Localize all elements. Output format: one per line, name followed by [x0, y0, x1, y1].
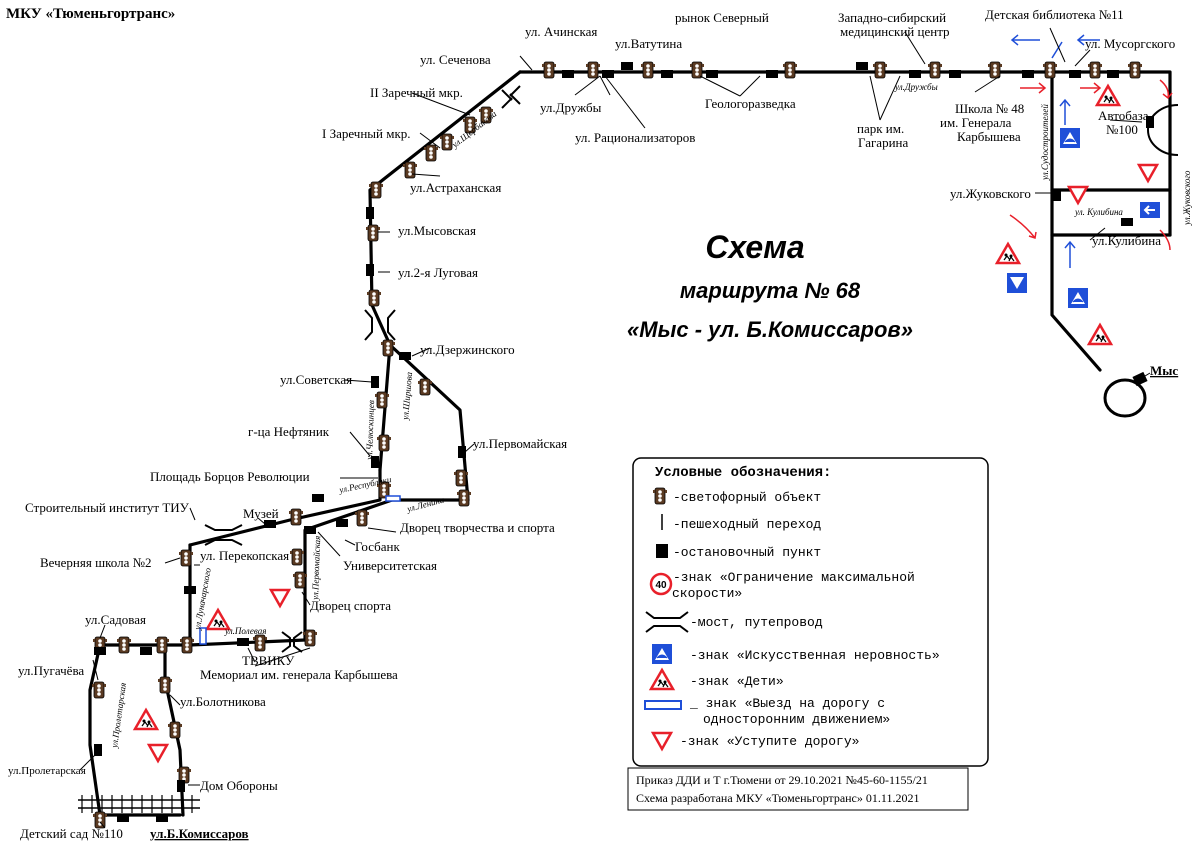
stop-ratsionalizatorov: ул. Рационализаторов — [575, 130, 695, 145]
stop-detsad: Детский сад №110 — [20, 826, 123, 841]
speed-limit-icon: 40 — [649, 572, 673, 596]
stop-bolotnikova: ул.Болотникова — [180, 694, 266, 709]
stop-school-1: Школа № 48 — [955, 101, 1024, 116]
street-druzhby: ул.Дружбы — [894, 82, 938, 92]
stop-mysovskaya: ул.Мысовская — [398, 223, 476, 238]
organization-name: МКУ «Тюменьгортранс» — [6, 6, 175, 22]
stop-druzhby: ул.Дружбы — [540, 100, 602, 115]
stop-rynok: рынок Северный — [675, 10, 769, 25]
street-shcherbakova: ул.Щербакова — [449, 108, 499, 150]
legend-children: -знак «Дети» — [690, 674, 784, 689]
legend-bridge: -мост, путепровод — [690, 615, 823, 630]
legend-heading: Условные обозначения: — [655, 465, 831, 481]
stop-vatutina: ул.Ватутина — [615, 36, 682, 51]
stop-pervomayskaya: ул.Первомайская — [473, 436, 567, 451]
legend-yield: -знак «Уступите дорогу» — [680, 734, 859, 749]
stop-ploshchad: Площадь Борцов Революции — [150, 469, 310, 484]
stop-dvorets-tv: Дворец творчества и спорта — [400, 520, 555, 535]
order-line1: Приказ ДДИ и Т г.Тюмени от 29.10.2021 №4… — [636, 773, 928, 787]
railway — [78, 795, 200, 813]
stop-musorgskogo: ул. Мусоргского — [1085, 36, 1175, 51]
svg-text:40: 40 — [655, 580, 667, 591]
stop-dom-oborony: Дом Обороны — [200, 778, 278, 793]
stop-mys: Мыс — [1150, 363, 1178, 378]
street-kulibina-small: ул. Кулибина — [1074, 207, 1123, 217]
stop-neftyanik: г-ца Нефтяник — [248, 424, 330, 439]
legend-bus-stop: -остановочный пункт — [673, 545, 821, 560]
bridge-icon — [204, 85, 521, 653]
legend-traffic-light: -светофорный объект — [673, 490, 821, 505]
stop-lugovaya: ул.2-я Луговая — [398, 265, 478, 280]
title-line3: «Мыс - ул. Б.Комиссаров» — [627, 317, 913, 342]
stop-universitetskaya: Университетская — [343, 558, 437, 573]
stop-proletarskaya: ул.Пролетарская — [8, 765, 86, 777]
legend-speed-bump: -знак «Искусственная неровность» — [690, 648, 940, 663]
stop-achinskaya: ул. Ачинская — [525, 24, 597, 39]
traffic-light-icon — [652, 487, 668, 505]
stop-school-2: им. Генерала — [940, 115, 1012, 130]
stop-perekopskaya: ул. Перекопская — [200, 548, 289, 563]
street-polevaya: ул.Полевая — [224, 626, 266, 636]
stop-zarechny-1: I Заречный мкр. — [322, 126, 411, 141]
street-shiryaeva: ул.Ширшова — [400, 371, 414, 421]
street-permyakova: ул.Первомайская — [310, 535, 322, 601]
leader-lines — [79, 27, 1151, 829]
stop-zhukovskogo: ул.Жуковского — [950, 186, 1031, 201]
stop-dvorets-sporta: Дворец спорта — [310, 598, 391, 613]
avtobaza-lot — [1147, 104, 1179, 156]
stop-astrakhanskaya: ул.Астраханская — [410, 180, 501, 195]
stop-zapsib-2: медицинский центр — [840, 24, 950, 39]
stop-memorial: Мемориал им. генерала Карбышева — [200, 667, 398, 682]
stop-geologorazvedka: Геологоразведка — [705, 96, 796, 111]
legend-crosswalk: -пешеходный переход — [673, 517, 821, 532]
legend-speed-limit-2: скорости» — [672, 586, 742, 601]
stop-dzerzhinskogo: ул.Дзержинского — [420, 342, 515, 357]
street-lenina: ул.Ленина — [405, 494, 446, 514]
legend-speed-limit: -знак «Ограничение максимальной — [673, 570, 915, 585]
stop-tvviku: ТВВИКУ — [242, 653, 295, 668]
one-way-exit-icon — [644, 700, 682, 710]
stop-sadovaya: ул.Садовая — [85, 612, 146, 627]
bus-stop-icon — [656, 544, 668, 558]
stop-pugacheva: ул.Пугачёва — [18, 663, 84, 678]
stop-library: Детская библиотека №11 — [985, 7, 1124, 22]
street-proletarskaya: ул.Пролетарская — [109, 682, 128, 749]
legend: Условные обозначения: -светофорный объек… — [632, 457, 989, 767]
legend-one-way-exit: _ знак «Выезд на дорогу с — [689, 696, 885, 711]
legend-one-way-exit-2: односторонним движением» — [703, 712, 890, 727]
stop-muzey: Музей — [243, 506, 279, 521]
stop-vechernyaya: Вечерняя школа №2 — [40, 555, 152, 570]
order-line2: Схема разработана МКУ «Тюменьгортранс» 0… — [636, 791, 919, 805]
stop-park-1: парк им. — [857, 121, 904, 136]
stop-gosbank: Госбанк — [355, 539, 400, 554]
speed-bump-icon — [651, 643, 673, 665]
title-line2: маршрута № 68 — [680, 278, 861, 303]
stop-zapsib-1: Западно-сибирский — [838, 10, 946, 25]
direction-arrows — [1009, 34, 1173, 268]
street-sudostroiteley: ул.Судостроителей — [1040, 104, 1050, 181]
stop-avtobaza-2: №100 — [1106, 122, 1138, 137]
stop-labels: ул. Ачинская ул.Ватутина рынок Северный … — [8, 7, 1178, 841]
stop-kulibina: ул.Кулибина — [1092, 233, 1161, 248]
street-chelyuskintsev: ул.Челюскинцев — [364, 400, 376, 461]
stop-sovetskaya: ул.Советская — [280, 372, 352, 387]
title-line1: Схема — [705, 229, 804, 265]
road-signs — [133, 84, 1160, 763]
order-box: Приказ ДДИ и Т г.Тюмени от 29.10.2021 №4… — [627, 767, 969, 811]
stop-park-2: Гагарина — [858, 135, 908, 150]
stop-komissarov: ул.Б.Комиссаров — [150, 826, 249, 841]
bridge-icon — [645, 611, 689, 633]
street-lunacharskogo: ул.Луначарского — [192, 567, 213, 632]
stop-school-3: Карбышева — [957, 129, 1021, 144]
street-zhukovskogo-small: ул.Жуковского — [1182, 170, 1192, 226]
stop-stroitelny: Строительный институт ТИУ — [25, 500, 190, 515]
stop-avtobaza-1: Автобаза — [1098, 108, 1149, 123]
stop-sechenova: ул. Сеченова — [420, 52, 491, 67]
stop-zarechny-2: II Заречный мкр. — [370, 85, 463, 100]
